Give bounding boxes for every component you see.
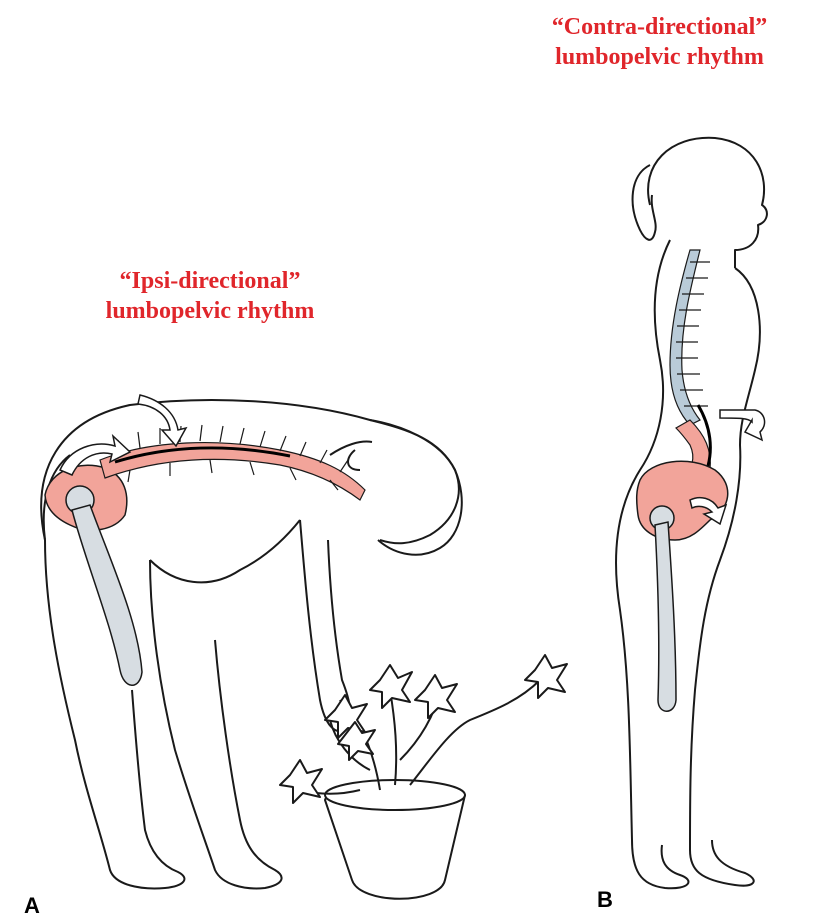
figure-a-front-torso: [150, 520, 300, 582]
panel-b-title: “Contra-directional” lumbopelvic rhythm: [500, 12, 819, 72]
figure-a-ear: [348, 450, 360, 470]
potted-plant: [280, 655, 567, 899]
panel-b-title-line2: lumbopelvic rhythm: [500, 42, 819, 72]
femur-b: [655, 522, 676, 711]
femur-a: [72, 505, 142, 685]
spine-b-upper: [670, 250, 710, 425]
plant-leaf: [415, 675, 457, 718]
panel-a-title-line2: lumbopelvic rhythm: [60, 296, 360, 326]
plant-leaf: [525, 655, 567, 698]
panel-b-letter: B: [597, 887, 613, 913]
figure-b-front: [690, 268, 760, 886]
figure-a-head: [370, 420, 462, 555]
plant-leaf: [280, 760, 322, 803]
figure-a-front-leg: [150, 560, 282, 888]
spine-a: [100, 425, 365, 500]
panel-a-title: “Ipsi-directional” lumbopelvic rhythm: [60, 266, 360, 326]
pelvis-b: [637, 461, 728, 540]
panel-a-title-line1: “Ipsi-directional”: [60, 266, 360, 296]
panel-b-title-line1: “Contra-directional”: [500, 12, 819, 42]
panel-a-letter: A: [24, 893, 40, 919]
figure-b-ponytail: [633, 165, 656, 240]
